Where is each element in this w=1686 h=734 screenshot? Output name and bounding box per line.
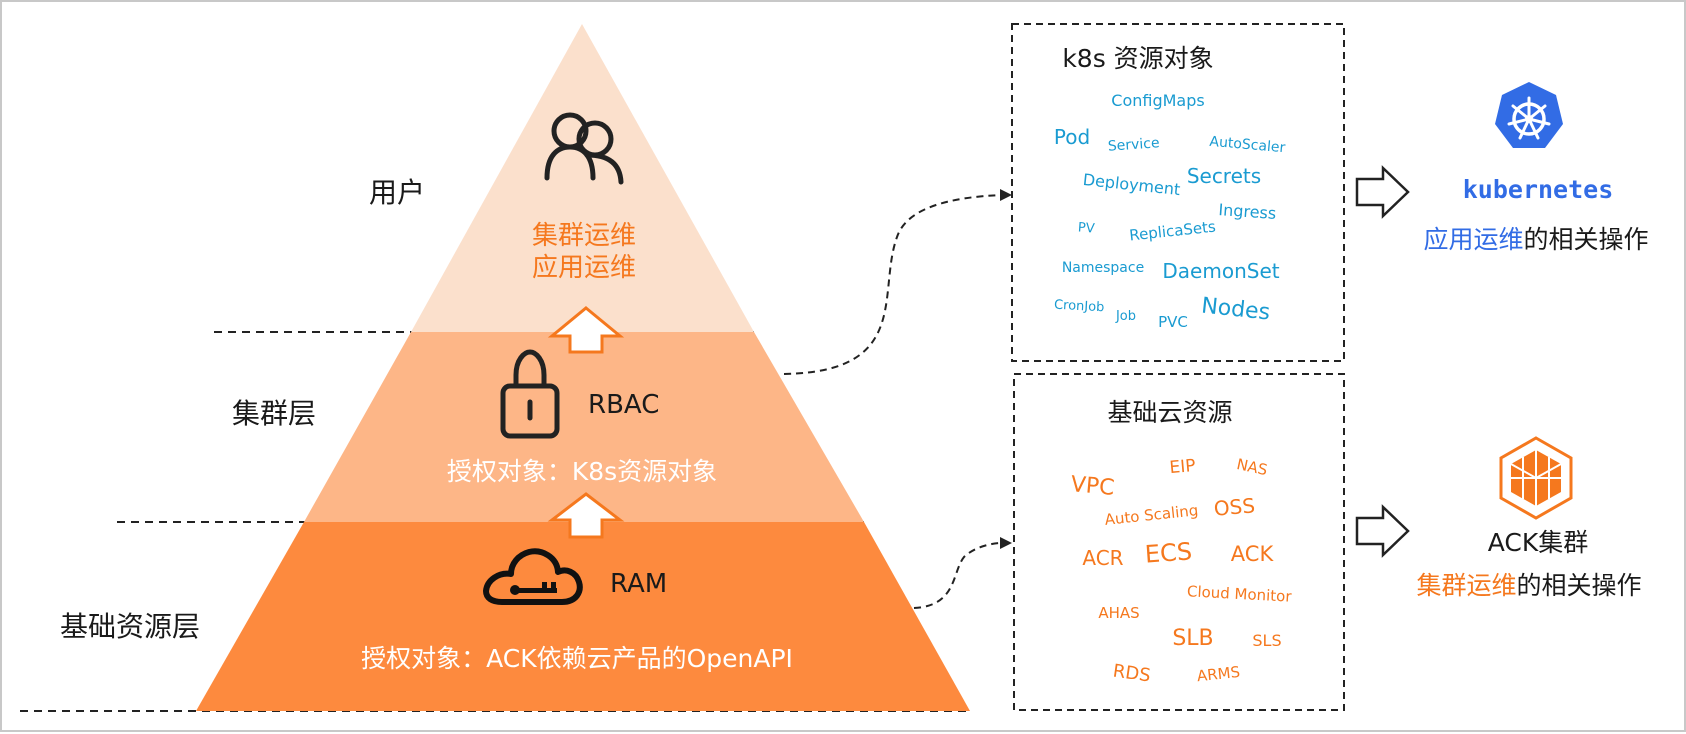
resource-word: Secrets (1187, 164, 1261, 188)
resource-word: Cloud Monitor (1187, 582, 1293, 605)
resource-word: DaemonSet (1162, 259, 1279, 283)
resource-word: PV (1077, 220, 1095, 236)
resource-word: Deployment (1082, 170, 1181, 199)
resource-word: ACK (1231, 542, 1275, 566)
resource-word: AutoScaler (1209, 134, 1286, 157)
resource-word: RDS (1112, 661, 1152, 687)
layer-label-infra: 基础资源层 (60, 610, 200, 643)
ack-logo-icon (1499, 436, 1573, 520)
k8s-caption-rest: 的相关操作 (1524, 225, 1649, 254)
pyramid-middle-tier (304, 332, 864, 522)
resource-word: NAS (1235, 455, 1269, 479)
resource-word: Nodes (1200, 294, 1271, 326)
cloud-box-title: 基础云资源 (1107, 398, 1232, 427)
lock-icon (500, 349, 560, 439)
resource-word: PVC (1158, 313, 1188, 331)
resource-word: SLS (1252, 631, 1281, 650)
up-arrow-icon (547, 306, 625, 354)
layer-label-user: 用户 (369, 176, 425, 209)
rbac-desc: 授权对象：K8s资源对象 (447, 457, 717, 486)
resource-word: ECS (1144, 537, 1193, 568)
resource-word: VPC (1070, 472, 1116, 501)
pyramid-bottom-tier (196, 522, 970, 711)
ram-title: RAM (610, 569, 667, 599)
resource-word: Ingress (1218, 200, 1277, 223)
arrowhead-icon (1000, 189, 1012, 201)
resource-word: Pod (1054, 125, 1090, 149)
top-tier-line2: 应用运维 (532, 253, 636, 283)
cloud-key-icon (483, 548, 583, 605)
k8s-resource-box (1011, 23, 1345, 362)
k8s-caption-highlight: 应用运维 (1423, 225, 1523, 254)
resource-word: EIP (1169, 456, 1197, 478)
resource-word: CronJob (1054, 298, 1105, 316)
arrowhead-icon (1000, 537, 1012, 549)
ack-caption: 集群运维的相关操作 (1416, 571, 1641, 600)
resource-word: Auto Scaling (1104, 501, 1199, 529)
resource-word: ConfigMaps (1111, 91, 1204, 110)
resource-word: Job (1115, 309, 1136, 324)
k8s-caption: 应用运维的相关操作 (1423, 225, 1648, 254)
layer-label-cluster: 集群层 (232, 397, 316, 430)
resource-word: AHAS (1098, 604, 1139, 622)
resource-word: ACR (1082, 546, 1123, 570)
connector-ram-cloud (913, 542, 1003, 609)
resource-word: SLB (1172, 626, 1213, 651)
pyramid-top-tier (411, 24, 754, 332)
users-icon (544, 112, 624, 185)
resource-word: OSS (1213, 493, 1256, 520)
k8s-box-title: k8s 资源对象 (1062, 44, 1213, 73)
resource-word: ReplicaSets (1128, 218, 1216, 245)
kubernetes-wordmark: kubernetes (1463, 175, 1614, 204)
right-arrow-icon (1355, 165, 1410, 219)
connector-rbac-k8s (783, 194, 1003, 375)
cloud-resource-box (1013, 373, 1345, 711)
ack-cluster-name: ACK集群 (1488, 528, 1589, 557)
right-arrow-icon (1355, 504, 1410, 558)
rbac-title: RBAC (588, 390, 659, 420)
ack-caption-rest: 的相关操作 (1517, 571, 1642, 600)
ram-desc: 授权对象：ACK依赖云产品的OpenAPI (361, 644, 793, 673)
resource-word: Namespace (1062, 260, 1144, 276)
ack-caption-highlight: 集群运维 (1416, 571, 1516, 600)
up-arrow-icon (547, 492, 625, 539)
kubernetes-logo-icon (1495, 82, 1563, 148)
resource-word: ARMS (1196, 663, 1241, 685)
resource-word: Service (1107, 135, 1160, 155)
top-tier-line1: 集群运维 (532, 221, 636, 251)
